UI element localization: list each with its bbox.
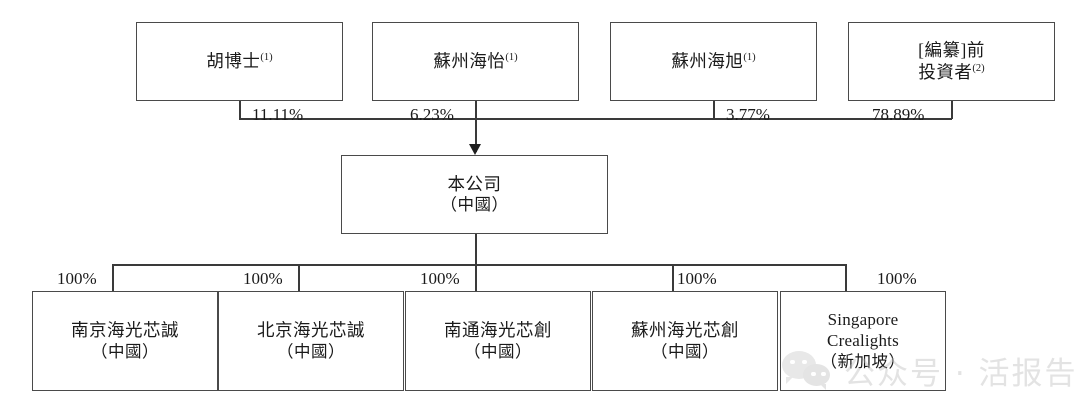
percent-suzhou-haixu: 3.77% <box>726 105 770 124</box>
connector-drop-pre-ipo-investors <box>951 101 953 119</box>
connector-stem-to-company <box>475 118 477 152</box>
subsidiary-name: 南京海光芯誠 <box>71 320 179 341</box>
shareholder-box-suzhou-haiyi[interactable]: 蘇州海怡(1) <box>372 22 579 101</box>
subsidiary-jurisdiction: （新加坡） <box>820 351 906 371</box>
footnote-marker: (1) <box>505 52 518 63</box>
connector-stem-from-company <box>475 234 477 265</box>
subsidiary-name-line2: Crealights <box>827 330 899 350</box>
percent-suzhou-haiyi: 6.23% <box>410 105 454 124</box>
subsidiary-name-line1: Singapore <box>827 310 899 330</box>
connector-drop-nantong <box>475 264 477 291</box>
editorial-placeholder: [編纂] <box>918 40 967 61</box>
subsidiary-jurisdiction: （中國） <box>464 341 532 361</box>
company-box[interactable]: 本公司 （中國） <box>341 155 608 234</box>
subsidiary-box-suzhou-haiguang-xinchuang[interactable]: 蘇州海光芯創 （中國） <box>592 291 778 391</box>
pre-ipo-label-line1: [編纂]前 <box>918 40 985 61</box>
percent-nantong: 100% <box>420 269 460 288</box>
connector-drop-suzhou-haixu <box>713 101 715 119</box>
connector-drop-singapore <box>845 264 847 291</box>
shareholder-box-pre-ipo-investors[interactable]: [編纂]前 投資者(2) <box>848 22 1055 101</box>
connector-drop-hu-boshi <box>239 101 241 119</box>
company-jurisdiction: （中國） <box>440 195 509 215</box>
connector-bus-subsidiaries <box>112 264 845 266</box>
subsidiary-box-singapore-crealights[interactable]: Singapore Crealights （新加坡） <box>780 291 946 391</box>
connector-drop-nanjing <box>112 264 114 291</box>
arrow-into-company <box>469 144 481 155</box>
percent-suzhou: 100% <box>677 269 717 288</box>
subsidiary-name: 南通海光芯創 <box>444 320 552 341</box>
footnote-marker: (1) <box>260 52 273 63</box>
footnote-marker: (2) <box>972 62 985 74</box>
subsidiary-jurisdiction: （中國） <box>651 341 719 361</box>
subsidiary-box-nanjing-haiguang-xincheng[interactable]: 南京海光芯誠 （中國） <box>32 291 218 391</box>
subsidiary-name: 北京海光芯誠 <box>257 320 365 341</box>
percent-pre-ipo-investors: 78.89% <box>872 105 925 124</box>
percent-beijing: 100% <box>243 269 283 288</box>
shareholder-box-suzhou-haixu[interactable]: 蘇州海旭(1) <box>610 22 817 101</box>
shareholder-label: 胡博士(1) <box>206 50 273 71</box>
pre-ipo-label-line2: 投資者(2) <box>918 61 985 82</box>
connector-bus-shareholders <box>239 118 952 120</box>
footnote-marker: (1) <box>743 52 756 63</box>
percent-hu-boshi: 11.11% <box>252 105 304 124</box>
company-name: 本公司 <box>447 173 502 194</box>
subsidiary-name: 蘇州海光芯創 <box>631 320 739 341</box>
subsidiary-jurisdiction: （中國） <box>91 341 159 361</box>
subsidiary-box-beijing-haiguang-xincheng[interactable]: 北京海光芯誠 （中國） <box>218 291 404 391</box>
connector-drop-suzhou-haiyi <box>475 101 477 119</box>
connector-drop-beijing <box>298 264 300 291</box>
shareholder-label: 蘇州海旭(1) <box>671 50 756 71</box>
connector-drop-suzhou <box>672 264 674 291</box>
shareholder-box-hu-boshi[interactable]: 胡博士(1) <box>136 22 343 101</box>
percent-singapore: 100% <box>877 269 917 288</box>
percent-nanjing: 100% <box>57 269 97 288</box>
subsidiary-jurisdiction: （中國） <box>277 341 345 361</box>
shareholder-label: 蘇州海怡(1) <box>433 50 518 71</box>
subsidiary-box-nantong-haiguang-xinchuang[interactable]: 南通海光芯創 （中國） <box>405 291 591 391</box>
